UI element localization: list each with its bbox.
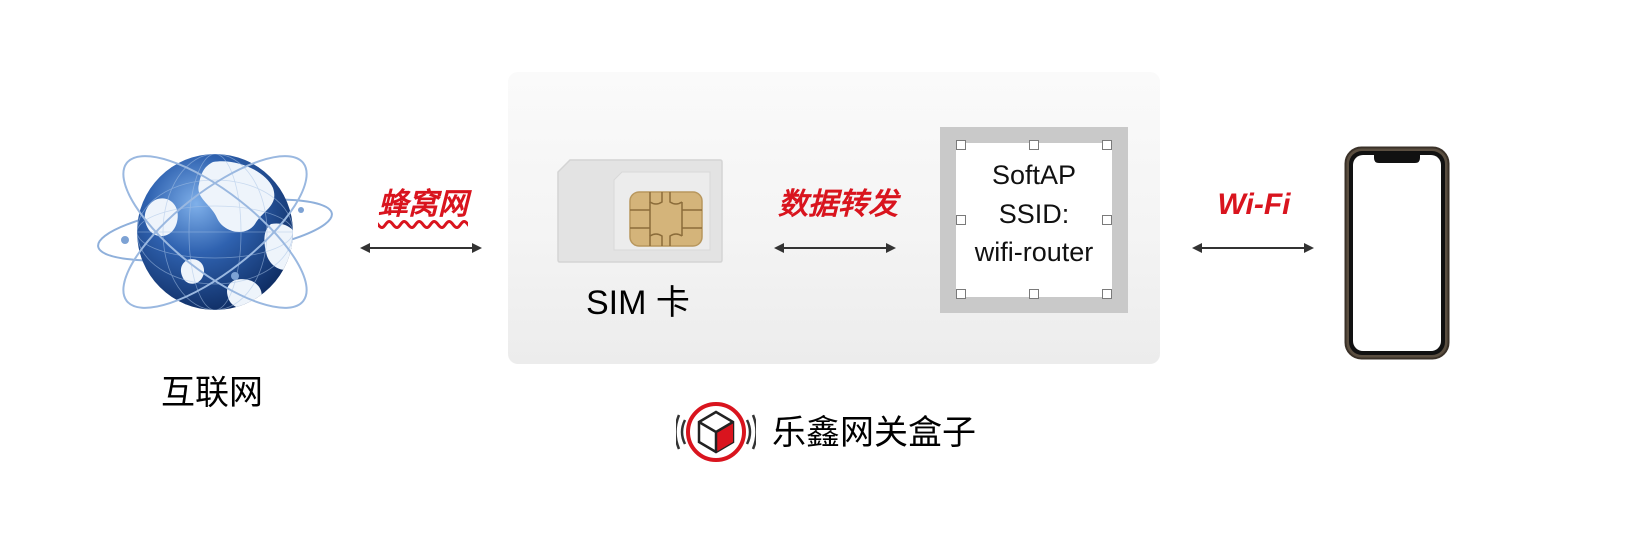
resize-handle-icon	[1102, 289, 1112, 299]
resize-handle-icon	[1029, 140, 1039, 150]
softap-title: SoftAP	[991, 160, 1077, 190]
softap-ssid-value: wifi-router	[974, 237, 1094, 267]
resize-handle-icon	[956, 140, 966, 150]
resize-handle-icon	[1102, 140, 1112, 150]
softap-box	[956, 143, 1112, 297]
globe-icon	[97, 154, 333, 310]
cellular-label: 蜂窝网	[378, 187, 468, 222]
wifi-label: Wi-Fi	[1217, 188, 1291, 221]
resize-handle-icon	[956, 289, 966, 299]
resize-handle-icon	[1102, 215, 1112, 225]
brand-logo-icon	[676, 402, 756, 462]
softap-ssid-label: SSID:	[998, 199, 1070, 229]
cellular-arrow	[360, 243, 482, 253]
phone-icon	[1344, 146, 1450, 360]
forwarding-arrow	[774, 243, 896, 253]
sim-card-icon	[557, 159, 723, 263]
resize-handle-icon	[1029, 289, 1039, 299]
sim-label: SIM 卡	[586, 284, 690, 322]
wifi-arrow	[1192, 243, 1314, 253]
forwarding-label: 数据转发	[778, 187, 898, 222]
internet-label: 互联网	[161, 373, 263, 413]
resize-handle-icon	[956, 215, 966, 225]
brand-name: 乐鑫网关盒子	[772, 413, 976, 453]
